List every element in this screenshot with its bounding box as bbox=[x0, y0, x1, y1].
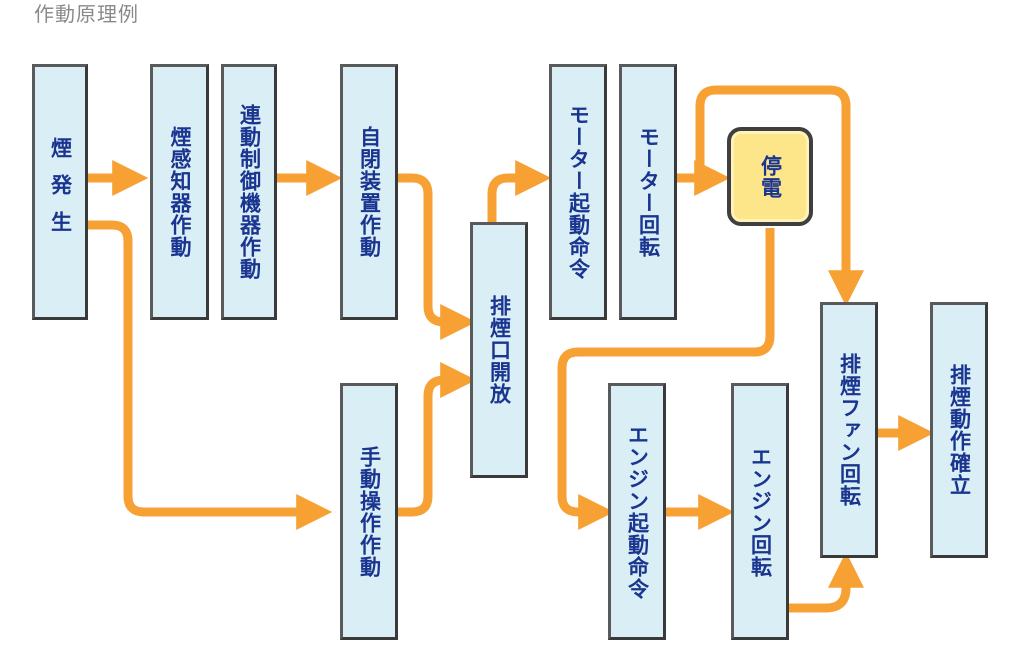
box-smoke-occurrence-label: 煙発生 bbox=[48, 136, 73, 248]
box-engine-rotation-label: エンジン回転 bbox=[748, 445, 773, 578]
box-linked-control-label: 連動制御機器作動 bbox=[237, 104, 262, 280]
page-title: 作動原理例 bbox=[34, 2, 139, 26]
box-motor-command: モーター起動命令 bbox=[549, 64, 607, 320]
box-auto-close: 自閉装置作動 bbox=[340, 64, 398, 320]
box-vent-open-label: 排煙口開放 bbox=[487, 295, 512, 405]
box-smoke-detector-label: 煙感知器作動 bbox=[168, 126, 192, 258]
box-motor-rotation-label: モーター回転 bbox=[636, 126, 661, 258]
box-manual-operation: 手動操作作動 bbox=[340, 383, 398, 640]
box-exhaust-fan-label: 排煙ファン回転 bbox=[837, 353, 862, 507]
arrow-motor-fan bbox=[695, 85, 864, 307]
arrow-smoke-manual bbox=[88, 220, 333, 530]
arrow-manual-vent bbox=[398, 362, 477, 517]
power-failure-box: 停電 bbox=[727, 127, 813, 226]
arrow-vent-motorcmd bbox=[487, 160, 552, 222]
box-manual-operation-label: 手動操作作動 bbox=[357, 445, 382, 578]
arrow-power-enginecmd bbox=[557, 228, 775, 530]
box-smoke-exhaust-confirmed: 排煙動作確立 bbox=[930, 302, 988, 558]
box-vent-open: 排煙口開放 bbox=[470, 222, 528, 478]
arrow-enginerot-fan bbox=[789, 551, 864, 613]
power-failure-label: 停電 bbox=[758, 154, 783, 199]
box-auto-close-label: 自閉装置作動 bbox=[357, 126, 382, 258]
box-engine-command-label: エンジン起動命令 bbox=[625, 423, 650, 600]
box-engine-command: エンジン起動命令 bbox=[608, 383, 666, 640]
box-smoke-detector: 煙感知器作動 bbox=[150, 64, 209, 320]
box-smoke-exhaust-confirmed-label: 排煙動作確立 bbox=[947, 364, 972, 496]
box-exhaust-fan: 排煙ファン回転 bbox=[820, 302, 878, 558]
box-motor-command-label: モーター起動命令 bbox=[566, 104, 591, 280]
box-linked-control: 連動制御機器作動 bbox=[221, 64, 277, 320]
box-smoke-occurrence: 煙発生 bbox=[32, 64, 88, 320]
box-motor-rotation: モーター回転 bbox=[619, 64, 677, 320]
arrow-auto-vent bbox=[398, 173, 477, 340]
box-engine-rotation: エンジン回転 bbox=[731, 383, 789, 640]
